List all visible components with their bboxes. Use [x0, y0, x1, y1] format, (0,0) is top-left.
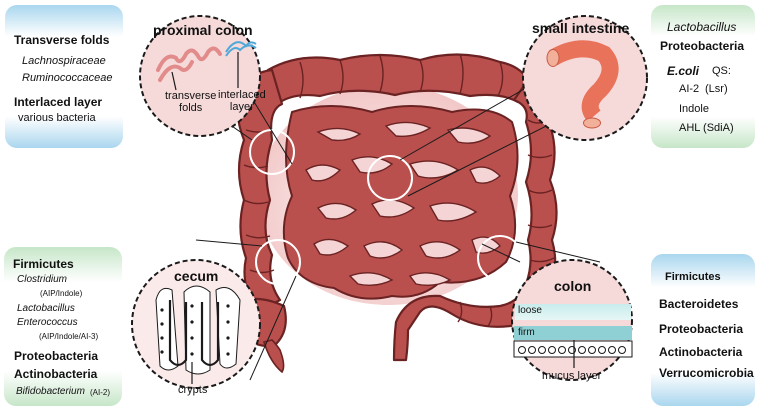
proteobacteria-heading-left: Proteobacteria	[14, 349, 98, 363]
mucus-layer-label: mucus layer	[542, 370, 601, 382]
bifidobacterium-text: Bifidobacterium	[16, 386, 85, 397]
lsr-text: (Lsr)	[705, 83, 728, 95]
transverse-folds-label: transverse folds	[165, 90, 216, 114]
crypts-label: crypts	[178, 384, 207, 396]
cecum-title: cecum	[174, 268, 218, 284]
transverse-folds-heading: Transverse folds	[14, 33, 109, 47]
ruminococcaceae-text: Ruminococcaceae	[22, 72, 113, 84]
enterococcus-text: Enterococcus	[17, 317, 78, 328]
interlaced-layer-label: interlaced layer	[218, 89, 266, 113]
lactobacillus-text: Lactobacillus	[667, 20, 736, 34]
interlaced-layer-heading: Interlaced layer	[14, 95, 102, 109]
small-intestine-lumen-top	[547, 50, 559, 67]
appendix	[264, 340, 284, 372]
actinobacteria-heading-left: Actinobacteria	[14, 367, 97, 381]
ahl-sdia-text: AHL (SdiA)	[679, 122, 734, 134]
loose-layer-label: loose	[518, 305, 542, 316]
qs-label: QS:	[712, 65, 731, 77]
transverse-folds-label-line2: folds	[165, 102, 216, 114]
proteobacteria-heading-right: Proteobacteria	[659, 322, 743, 336]
lactobacillus-text-left: Lactobacillus	[17, 303, 75, 314]
small-intestine-title: small intestine	[532, 20, 629, 36]
epithelial-cells	[514, 341, 632, 357]
small-intestine-lumen-bottom	[584, 118, 601, 128]
interlaced-layer-label-line2: layer	[218, 101, 266, 113]
firm-layer-label: firm	[518, 327, 535, 338]
lachnospiraceae-text: Lachnospiraceae	[22, 55, 106, 67]
firmicutes-heading-right: Firmicutes	[665, 271, 721, 283]
clostridium-signals: (AIP/Indole)	[40, 289, 82, 298]
bacteroidetes-heading: Bacteroidetes	[659, 297, 738, 311]
clostridium-text: Clostridium	[17, 274, 67, 285]
various-bacteria-text: various bacteria	[18, 112, 96, 124]
actinobacteria-heading-right: Actinobacteria	[659, 345, 742, 359]
crypt-epithelium	[156, 286, 240, 374]
ecoli-text: E.coli	[667, 64, 699, 78]
indole-text: Indole	[679, 103, 709, 115]
bifidobacterium-signals: (AI-2)	[90, 388, 110, 397]
proximal-colon-title: proximal colon	[153, 22, 253, 38]
interlaced-layer-label-line1: interlaced	[218, 89, 266, 101]
firmicutes-heading-left: Firmicutes	[13, 257, 74, 271]
enterococcus-signals: (AIP/Indole/AI-3)	[39, 332, 98, 341]
proteobacteria-heading: Proteobacteria	[660, 39, 744, 53]
transverse-folds-label-line1: transverse	[165, 90, 216, 102]
colon-title: colon	[554, 278, 591, 294]
verrucomicrobia-heading: Verrucomicrobia	[659, 366, 754, 380]
ai2-text: AI-2	[679, 83, 699, 95]
